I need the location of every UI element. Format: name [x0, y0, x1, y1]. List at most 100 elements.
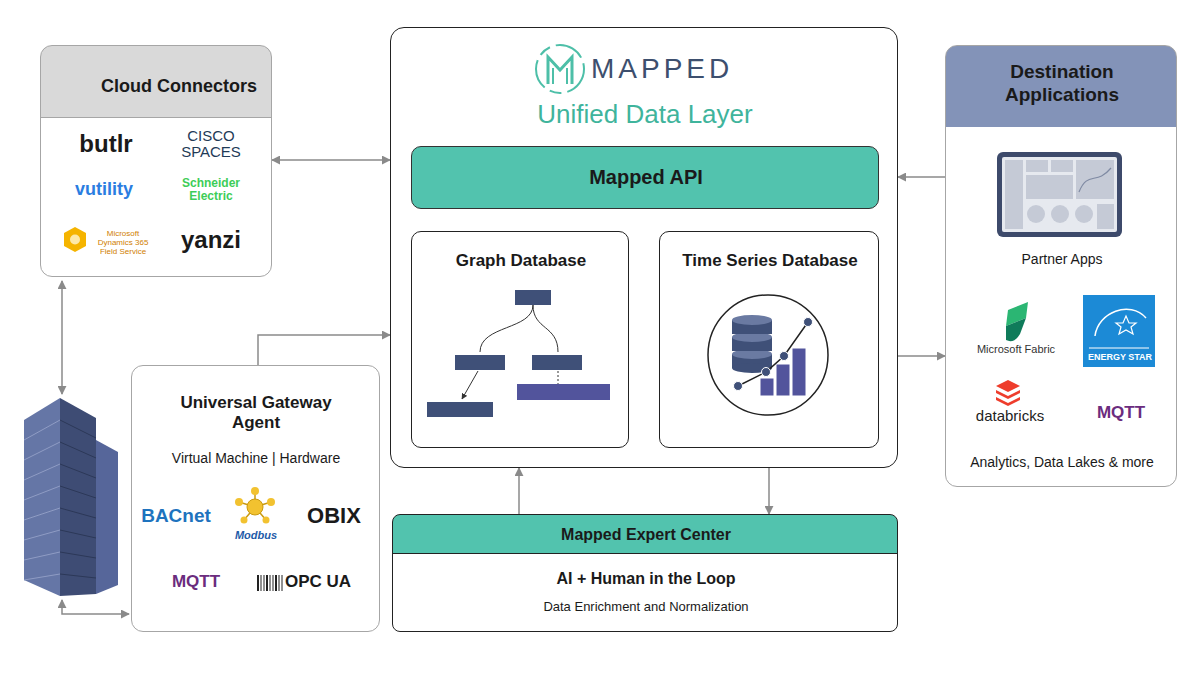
graph-node	[515, 290, 551, 305]
expert-box: Mapped Expert Center AI + Human in the Lo…	[392, 514, 898, 632]
database-box: Graph Database	[411, 231, 629, 448]
floor-line	[60, 464, 96, 478]
logo-text: Schneider Electric	[169, 177, 253, 203]
panel-heading: Destination Applications	[962, 61, 1162, 107]
floor-line	[24, 530, 60, 540]
time-series-illustration	[708, 295, 828, 415]
box-body: Data Enrichment and Normalization	[446, 599, 846, 615]
trend-line	[738, 322, 808, 386]
opc-stripe	[279, 575, 280, 591]
destination-panel: Destination ApplicationsPartner AppsMicr…	[945, 45, 1177, 487]
logo-m	[548, 57, 572, 84]
protocol-logo: OBIX	[297, 503, 371, 529]
caption-text: Analytics, Data Lakes & more	[951, 454, 1173, 471]
panel-heading: Universal Gateway Agent	[161, 393, 351, 434]
graph-links	[480, 305, 558, 352]
modbus-spokes	[239, 491, 271, 520]
logo-text: databricks	[955, 407, 1065, 425]
protocol-logo: MQTT	[155, 572, 237, 592]
caption-text: Partner Apps	[962, 251, 1162, 268]
floor-line	[60, 442, 96, 458]
ts-circle	[708, 295, 828, 415]
opc-stripe	[266, 575, 268, 591]
connector-arrow	[272, 159, 390, 161]
bar-chart	[760, 348, 806, 396]
building-floors	[24, 420, 96, 580]
floor-line	[24, 464, 60, 480]
opc-ua-mark	[258, 575, 282, 591]
building-link	[62, 600, 129, 614]
graph-node	[427, 402, 493, 417]
floor-line	[60, 486, 96, 498]
protocol-logo: Modbus	[221, 529, 291, 542]
opc-stripe	[275, 575, 277, 591]
opc-stripe	[282, 575, 283, 591]
gateway-panel: Universal Gateway AgentVirtual Machine |…	[131, 365, 380, 632]
floor-line	[24, 574, 60, 580]
logo-text: ENERGY STAR	[1084, 352, 1156, 363]
mapped-logo	[536, 45, 584, 93]
building-illustration	[24, 398, 118, 596]
box-title: Mapped Expert Center	[446, 525, 846, 544]
brand-name: MAPPED	[591, 52, 766, 86]
platform-title: Unified Data Layer	[445, 99, 845, 130]
opc-stripe	[273, 575, 274, 591]
platform-box: MAPPED Unified Data LayerMapped API Graph …	[390, 27, 898, 468]
floor-line	[24, 508, 60, 520]
floor-line	[60, 420, 96, 438]
floor-line	[60, 574, 96, 578]
building-left-face	[24, 398, 60, 596]
graph-node	[455, 355, 505, 370]
graph-link	[462, 371, 478, 399]
opc-stripe	[264, 575, 265, 591]
connector-arrow	[898, 355, 945, 357]
opc-stripe	[261, 575, 262, 591]
database-box: Time Series Database	[659, 231, 879, 448]
caption-text: Virtual Machine | Hardware	[138, 450, 374, 467]
floor-line	[60, 552, 96, 558]
box-body: AI + Human in the Loop	[446, 569, 846, 588]
graph-node	[517, 384, 610, 400]
logo-text: Microsoft Fabric	[961, 343, 1071, 356]
trend-dots	[734, 318, 813, 391]
database-stack	[732, 315, 772, 373]
floor-line	[60, 530, 96, 538]
logo-text: MQTT	[1076, 403, 1166, 423]
connector-arrow	[258, 335, 390, 365]
panel-heading: Cloud Connectors	[101, 76, 266, 98]
source-panel: Cloud Connectors butlr CISCO SPACES vutilit…	[40, 45, 272, 277]
logo-text: vutility	[59, 179, 149, 201]
protocol-logo: BACnet	[137, 505, 215, 528]
graph-dashed-link	[558, 371, 559, 384]
opc-stripe	[257, 575, 259, 591]
building-link	[61, 281, 63, 394]
floor-line	[24, 486, 60, 500]
floor-line	[24, 552, 60, 560]
graph-illustration	[427, 290, 610, 417]
connector-arrow	[898, 176, 945, 178]
logo-text: CISCO SPACES	[171, 128, 251, 160]
modbus-core	[247, 499, 263, 515]
logo-text: Microsoft Dynamics 365 Field Service	[90, 229, 156, 257]
graph-node	[532, 355, 582, 370]
protocol-logo: OPC UA	[283, 572, 353, 592]
connector-arrow	[768, 468, 770, 514]
floor-line	[60, 508, 96, 518]
logo-ring	[536, 45, 584, 93]
building-back	[96, 440, 118, 594]
modbus-icon	[235, 487, 275, 524]
api-band: Mapped API	[411, 146, 879, 209]
box-title: Graph Database	[421, 251, 621, 271]
connector-arrow	[518, 468, 520, 514]
logo-bars	[553, 68, 567, 84]
floor-line	[24, 420, 60, 440]
building-front-face	[60, 398, 96, 596]
logo-text: yanzi	[166, 226, 256, 255]
logo-text: butlr	[61, 130, 151, 159]
box-title: Mapped API	[426, 165, 866, 189]
opc-stripe	[270, 575, 271, 591]
floor-line	[24, 442, 60, 460]
box-title: Time Series Database	[665, 251, 875, 271]
modbus-nodes	[235, 487, 275, 524]
